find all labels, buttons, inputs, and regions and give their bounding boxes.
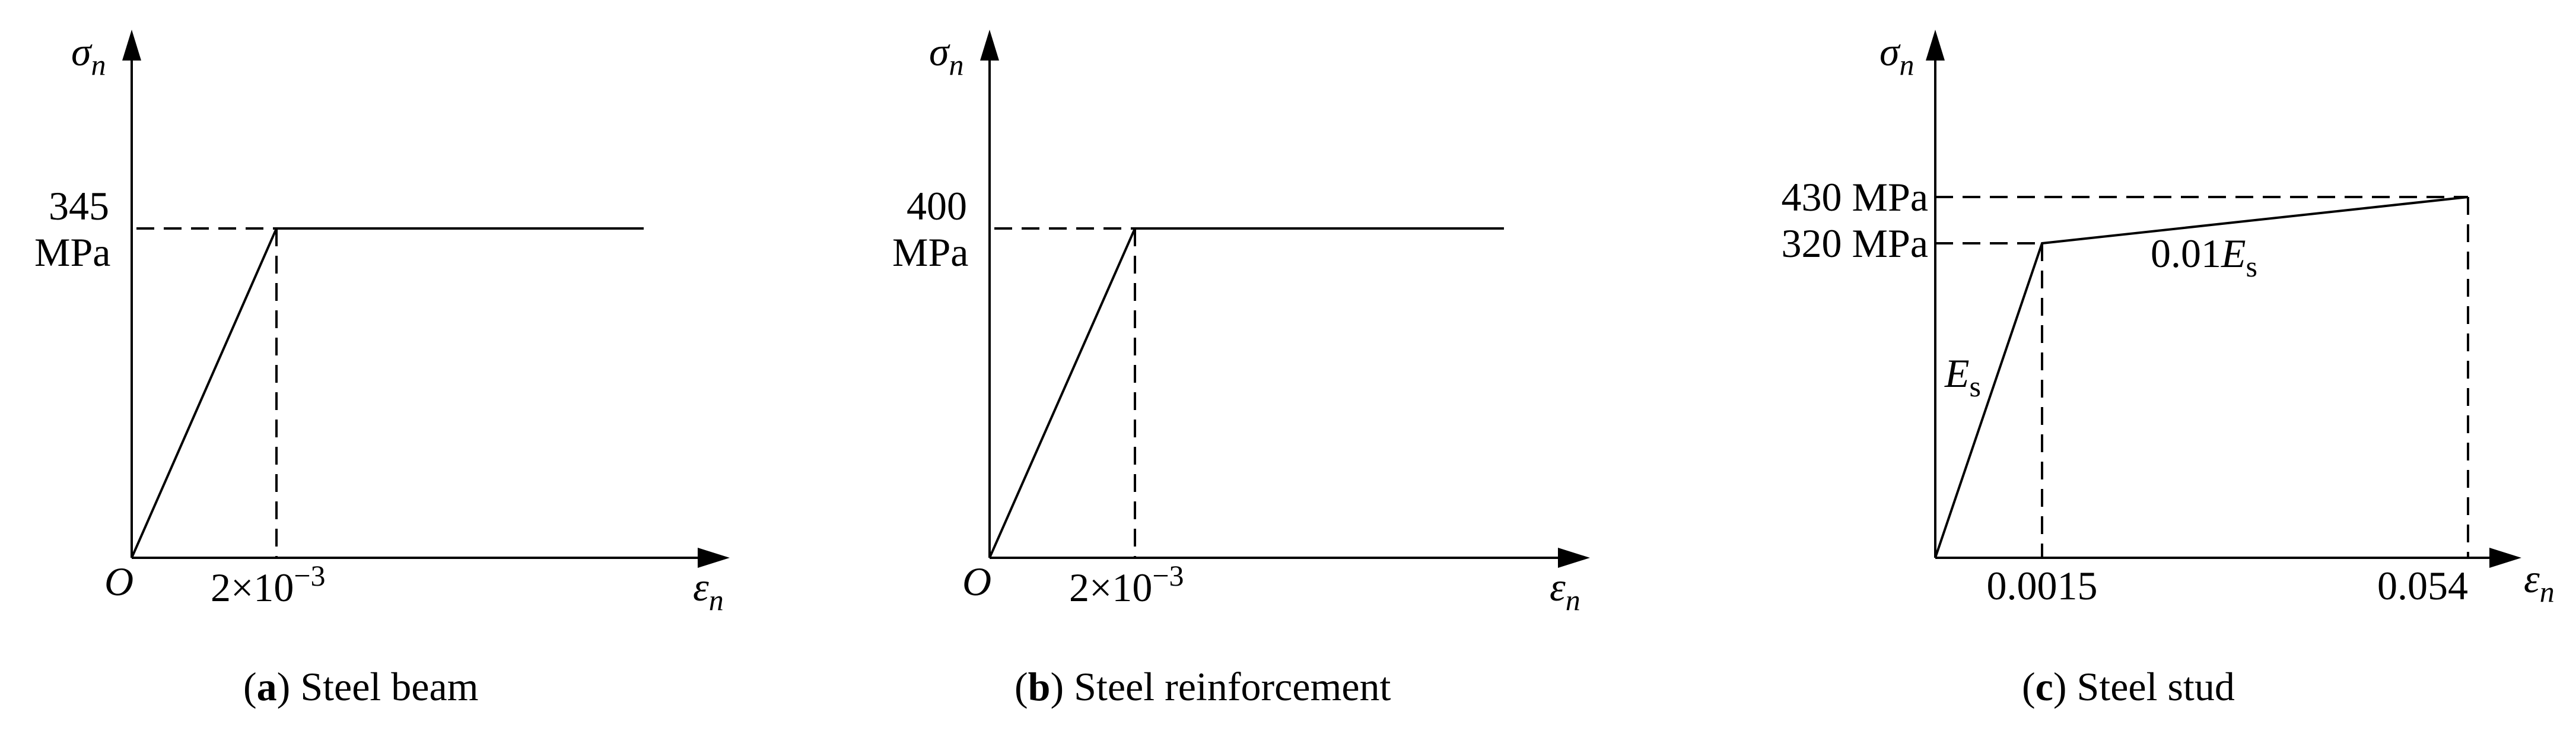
panel-b-y-axis-label: σn — [929, 29, 964, 81]
panel-a-yield-stress-value: 345 — [49, 183, 109, 228]
panel-b-yield-stress-unit: MPa — [892, 230, 968, 275]
panel-c-yield-strain-label: 0.0015 — [1987, 563, 2098, 608]
panel-a-x-axis-label: εn — [693, 564, 724, 617]
panel-c-ultimate-stress-label: 430 MPa — [1782, 174, 1928, 220]
panel-b-caption: (b) Steel reinforcement — [1015, 664, 1391, 709]
panel-b-x-axis-arrow — [1558, 548, 1590, 568]
panel-a-y-axis-label: σn — [71, 29, 106, 81]
panel-a-caption: (a) Steel beam — [243, 664, 479, 709]
panel-c-ultimate-strain-label: 0.054 — [2377, 563, 2468, 608]
panel-b-yield-strain-label: 2×10−3 — [1069, 559, 1184, 610]
panel-b-steel-reinforcement: σn εn O 400 MPa 2×10−3 (b) Steel reinfor… — [892, 29, 1590, 709]
panel-b-stress-strain-curve — [988, 227, 1504, 558]
panel-a-yield-strain-label: 2×10−3 — [211, 559, 326, 610]
panel-a-y-axis-arrow — [122, 30, 141, 61]
panel-a-origin-label: O — [104, 559, 133, 604]
panel-b-x-axis-label: εn — [1550, 564, 1580, 617]
panel-c-x-axis-arrow — [2489, 548, 2521, 568]
panel-c-steel-stud: σn εn 430 MPa 320 MPa 0.0015 0.054 Es 0.… — [1782, 29, 2555, 709]
panel-a-yield-stress-unit: MPa — [34, 230, 110, 275]
panel-c-y-axis-arrow — [1926, 30, 1945, 61]
panel-b-origin-label: O — [962, 559, 991, 604]
panel-c-x-axis-label: εn — [2524, 556, 2555, 608]
panel-c-y-axis-label: σn — [1879, 29, 1914, 81]
panel-a-x-axis-arrow — [698, 548, 730, 568]
panel-b-y-axis-arrow — [980, 30, 999, 61]
panel-c-elastic-modulus-label: Es — [1944, 351, 1981, 403]
panel-c-hardening-modulus-label: 0.01Es — [2151, 231, 2257, 283]
panel-c-yield-stress-label: 320 MPa — [1782, 221, 1928, 266]
panel-b-yield-stress-value: 400 — [907, 183, 967, 228]
panel-a-steel-beam: σn εn O 345 MPa 2×10−3 (a) Steel beam — [34, 29, 730, 709]
panel-a-stress-strain-curve — [131, 227, 644, 558]
panel-c-caption: (c) Steel stud — [2022, 664, 2235, 709]
